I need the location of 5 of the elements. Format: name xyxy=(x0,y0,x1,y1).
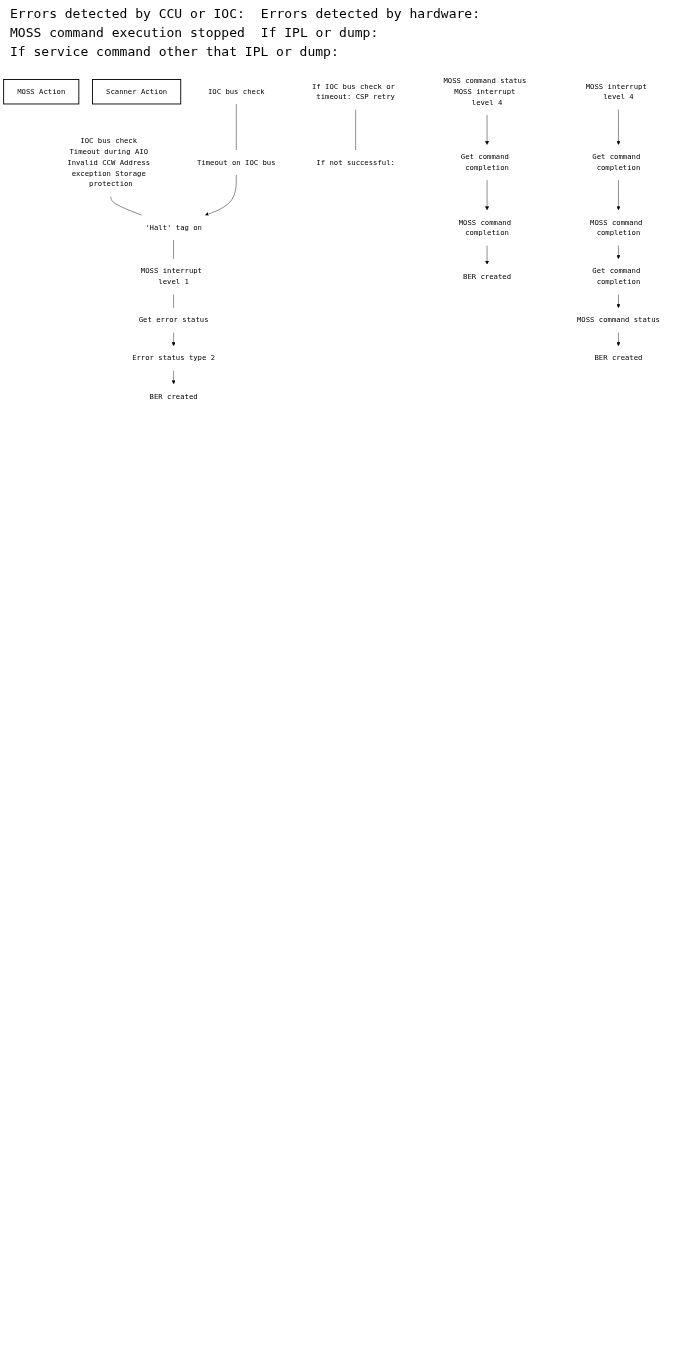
note-text: MOSS command execution stopped xyxy=(10,25,245,40)
note-text: Errors detected by CCU or IOC: xyxy=(10,6,245,21)
note-text: If service command other that IPL or dump: xyxy=(10,44,339,59)
note-text: Errors detected by hardware: xyxy=(260,6,480,21)
note-text: If IPL or dump: xyxy=(260,25,379,40)
